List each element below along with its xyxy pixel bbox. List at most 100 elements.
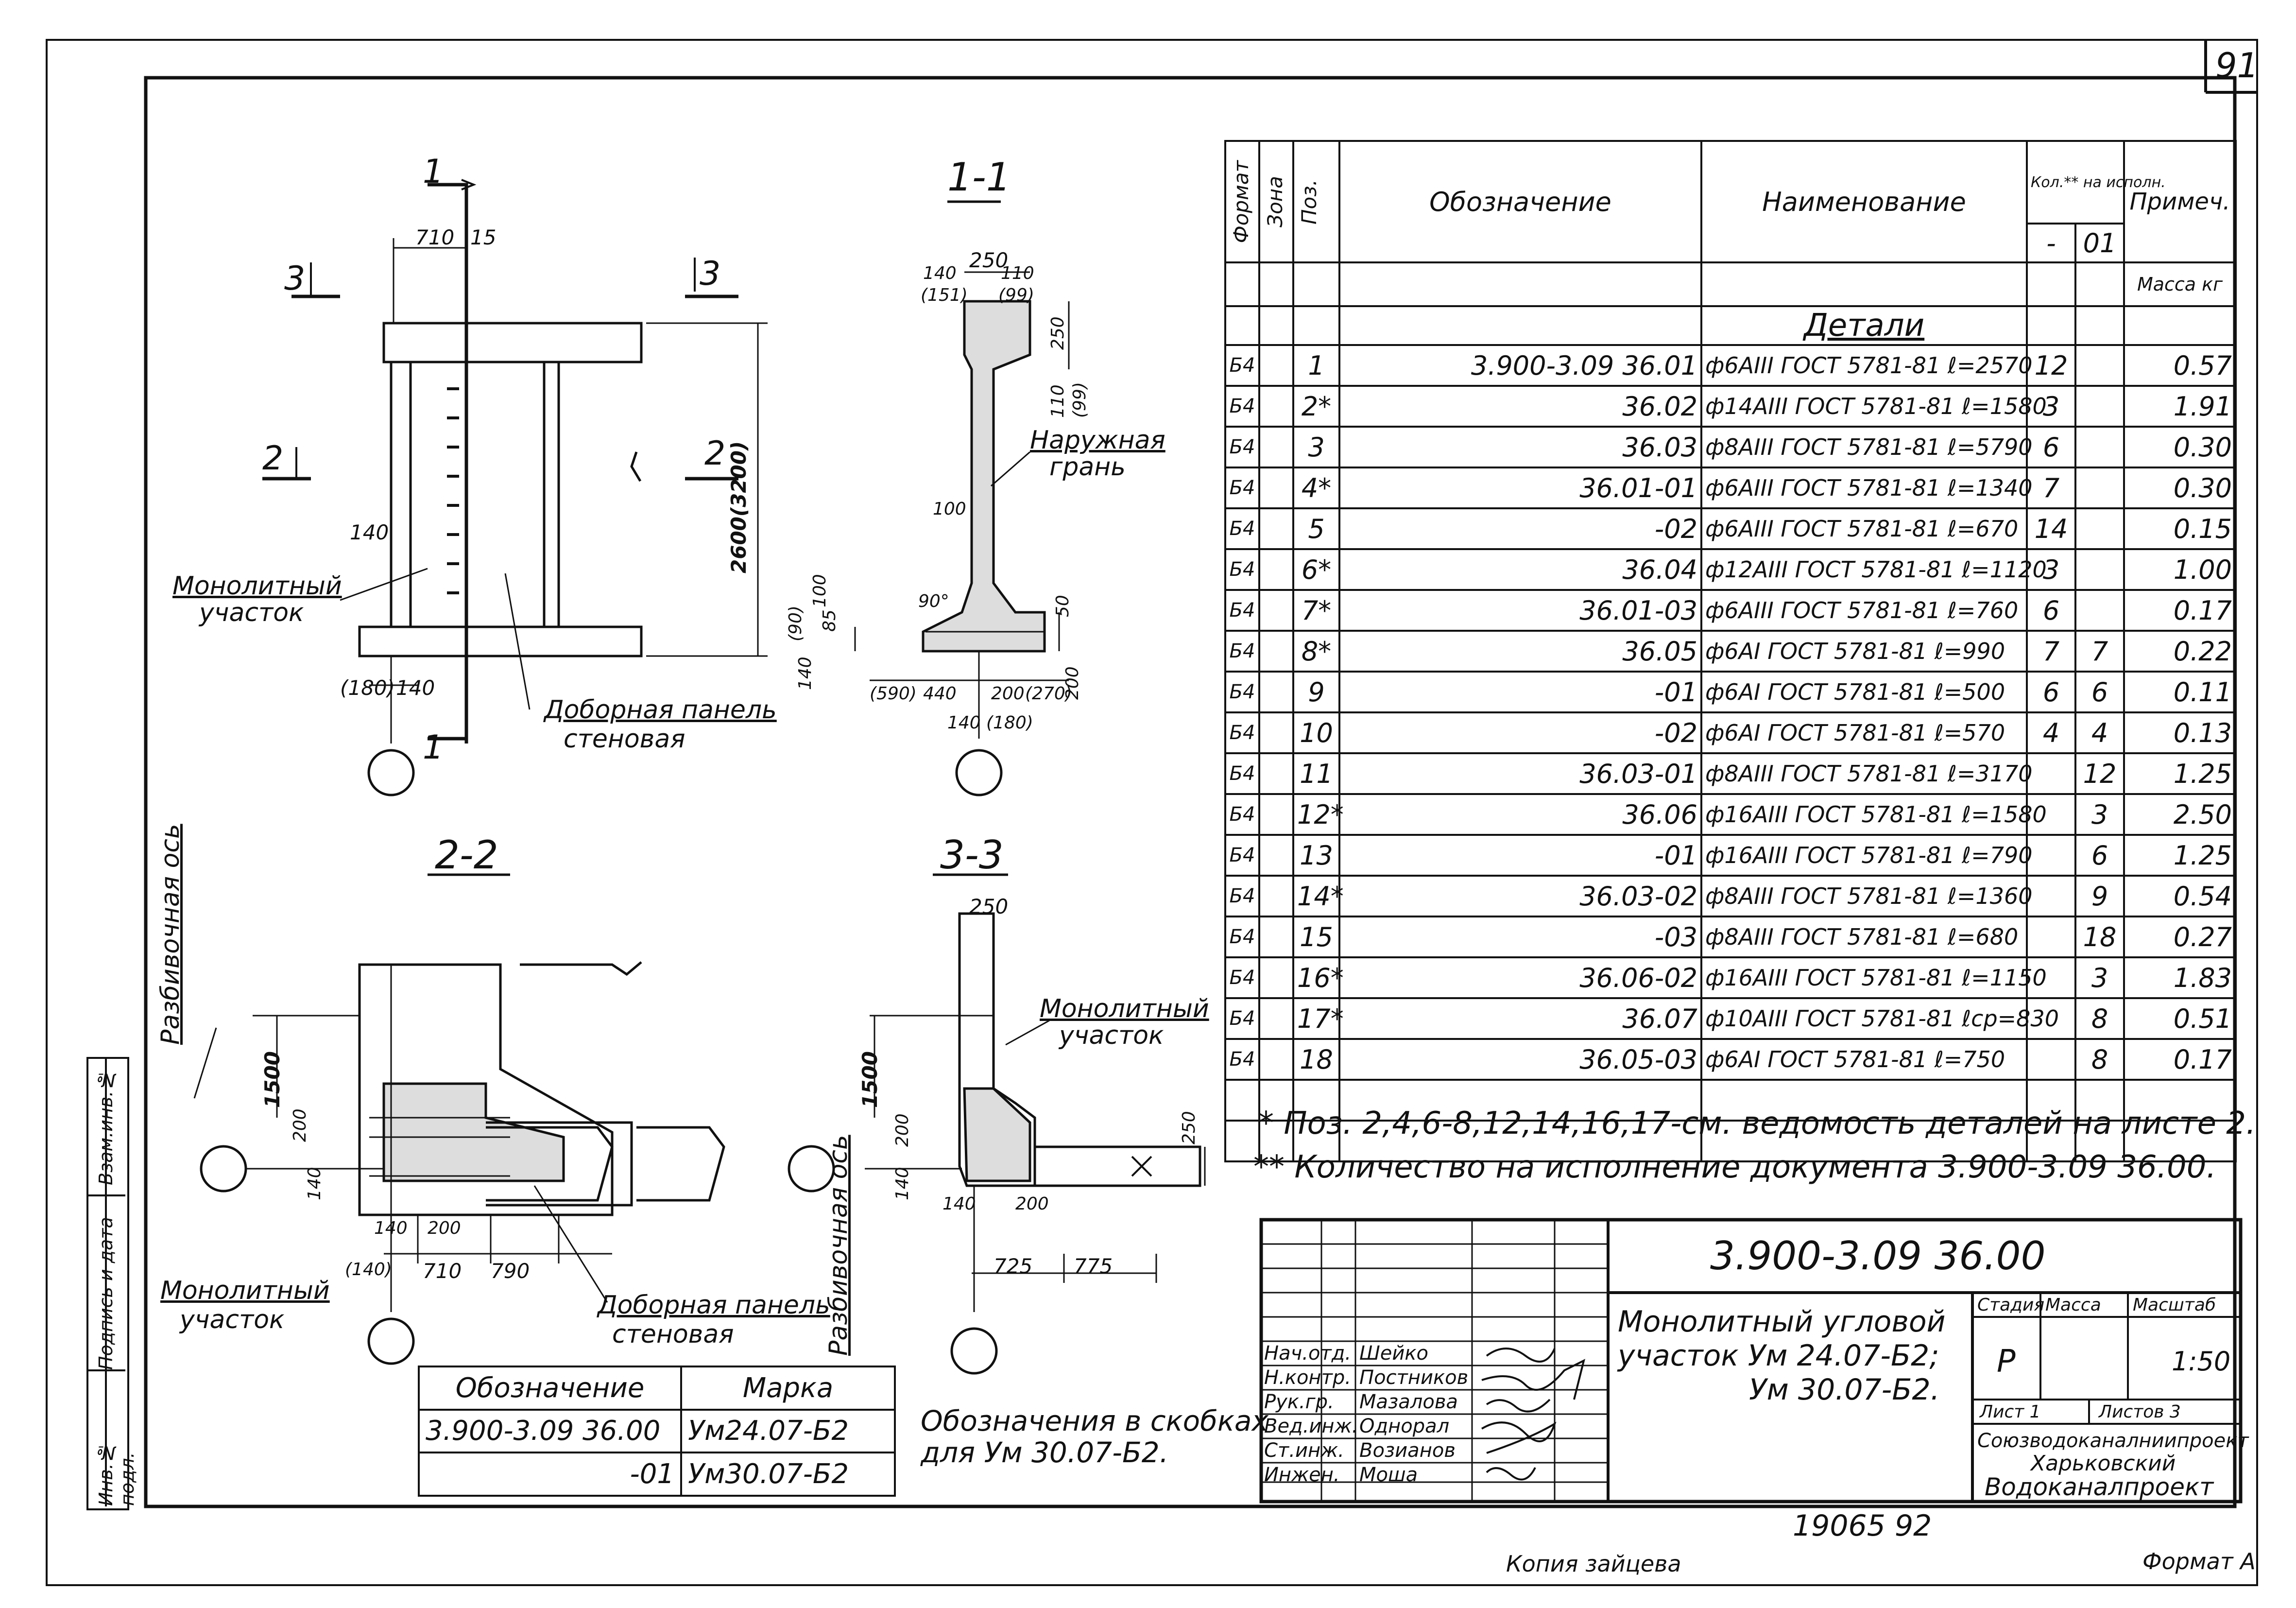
spec-format: Б4 (1224, 589, 1260, 632)
spec-name: ф6АIII ГОСТ 5781-81 ℓ=1340 (1700, 467, 2033, 509)
staff-name: Однорал (1359, 1415, 1450, 1437)
marks-cell: Ум24.07-Б2 (680, 1408, 896, 1454)
spec-format: Б4 (1224, 630, 1260, 673)
spec-qty-01 (2074, 385, 2125, 428)
org-line-2: Харьковский (2031, 1451, 2176, 1476)
note-1: * Поз. 2,4,6-8,12,14,16,17-см. ведомость… (1258, 1106, 2256, 1141)
dim-710: 710 (415, 225, 455, 249)
spec-pos: 6* (1292, 548, 1340, 591)
spec-pos: 9 (1292, 671, 1340, 713)
spec-qty-01: 6 (2074, 834, 2125, 877)
sheet-label: Лист 1 (1980, 1402, 2041, 1422)
stage-label: Стадия (1977, 1295, 2045, 1315)
staff-role: Нач.отд. (1264, 1342, 1352, 1365)
cut-label-3-right: 3 (700, 255, 721, 293)
spec-mass: 1.25 (2123, 834, 2237, 877)
monolith-label-3b: участок (1059, 1021, 1164, 1050)
spec-qty-01: 4 (2074, 711, 2125, 754)
spec-mass: 0.15 (2123, 507, 2237, 550)
spec-qty-01: 18 (2074, 916, 2125, 958)
monolith-label-3a: Монолитный (1040, 994, 1209, 1023)
brackets-note-b: для Ум 30.07-Б2. (921, 1436, 1169, 1469)
spec-qty-dash (2026, 916, 2076, 958)
spec-qty-01 (2074, 344, 2125, 387)
panel-label-1b: стеновая (564, 725, 685, 754)
bottom-number: 19065 92 (1793, 1509, 1932, 1543)
dim-100: 100 (933, 499, 966, 519)
spec-name: ф8АIII ГОСТ 5781-81 ℓ=680 (1700, 916, 2028, 958)
title-line-3: Ум 30.07-Б2. (1749, 1373, 1940, 1407)
dim-151: (151) (921, 285, 968, 305)
spec-pos: 2* (1292, 385, 1340, 428)
panel-label-1a: Доборная панель (544, 695, 777, 725)
spec-designation: 36.03-01 (1338, 752, 1702, 795)
spec-mass: 2.50 (2123, 793, 2237, 836)
header-note: Примеч. (2123, 140, 2237, 263)
spec-format: Б4 (1224, 507, 1260, 550)
spec-qty-01: 12 (2074, 752, 2125, 795)
title-line-2: участок Ум 24.07-Б2; (1618, 1339, 1939, 1373)
header-name: Наименование (1700, 140, 2028, 263)
cut-label-3-left: 3 (284, 259, 306, 298)
dim-725: 725 (994, 1254, 1033, 1278)
spec-name: ф6АI ГОСТ 5781-81 ℓ=990 (1700, 630, 2028, 673)
spec-qty-dash: 7 (2026, 467, 2076, 509)
spec-format: Б4 (1224, 385, 1260, 428)
bottom-format-text: Формат А (2142, 1548, 2256, 1574)
sheet-number: 91 (2215, 46, 2259, 86)
spec-qty-dash (2026, 875, 2076, 917)
spec-qty-dash (2026, 956, 2076, 999)
spec-zone (1258, 916, 1294, 958)
spec-zone (1258, 507, 1294, 550)
panel-label-2a: Доборная панель (598, 1291, 830, 1320)
dim-180-bottom: (180) (986, 713, 1033, 733)
spec-designation: -03 (1338, 916, 1702, 958)
staff-role: Рук.гр. (1264, 1391, 1334, 1413)
spec-mass: 1.25 (2123, 752, 2237, 795)
spec-pos: 1 (1292, 344, 1340, 387)
spec-mass: 0.54 (2123, 875, 2237, 917)
marks-cell: 3.900-3.09 36.00 (418, 1408, 682, 1454)
spec-pos: 4* (1292, 467, 1340, 509)
spec-qty-01: 6 (2074, 671, 2125, 713)
marks-header-mark: Марка (680, 1366, 896, 1411)
spec-name: ф6АIII ГОСТ 5781-81 ℓ=670 (1700, 507, 2028, 550)
spec-mass: 0.30 (2123, 426, 2237, 468)
spec-pos: 17* (1292, 997, 1344, 1040)
spec-name: ф16АIII ГОСТ 5781-81 ℓ=1580 (1700, 793, 2047, 836)
section-3-3-title: 3-3 (940, 832, 1004, 878)
spec-pos: 11 (1292, 752, 1340, 795)
spec-zone (1258, 385, 1294, 428)
spec-format: Б4 (1224, 548, 1260, 591)
spec-qty-01: 8 (2074, 1038, 2125, 1081)
dim-90deg: 90° (918, 591, 949, 611)
spec-qty-01 (2074, 467, 2125, 509)
spec-format: Б4 (1224, 671, 1260, 713)
spec-format: Б4 (1224, 711, 1260, 754)
dim-140-bracket: (140) (345, 1260, 392, 1279)
spec-mass: 0.57 (2123, 344, 2237, 387)
spec-zone (1258, 630, 1294, 673)
spec-mass: 0.51 (2123, 997, 2237, 1040)
spec-zone (1258, 711, 1294, 754)
spec-name: ф6АI ГОСТ 5781-81 ℓ=750 (1700, 1038, 2028, 1081)
doc-code: 3.900-3.09 36.00 (1710, 1233, 2046, 1279)
cut-label-2-right: 2 (704, 434, 726, 473)
bottom-copy-text: Копия зайцева (1506, 1551, 1681, 1577)
spec-designation: 36.06 (1338, 793, 1702, 836)
staff-role: Н.контр. (1264, 1366, 1351, 1389)
spec-zone (1258, 997, 1294, 1040)
spec-name: ф14АIII ГОСТ 5781-81 ℓ=1580 (1700, 385, 2047, 428)
spec-pos: 5 (1292, 507, 1340, 550)
marks-cell: -01 (418, 1452, 682, 1497)
spec-mass: 1.00 (2123, 548, 2237, 591)
